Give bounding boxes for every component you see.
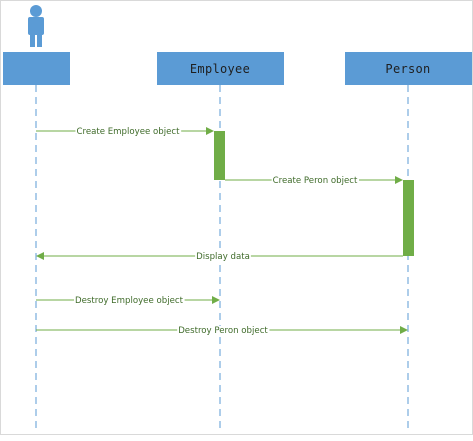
message-display-data[interactable]: Display data (36, 252, 403, 262)
message-label: Create Employee object (76, 127, 180, 137)
message-create-employee[interactable]: Create Employee object (36, 127, 214, 137)
message-label-background (271, 176, 359, 186)
participant-person[interactable]: Person (345, 52, 472, 85)
participant-person-label: Person (385, 62, 430, 76)
message-label-background (74, 296, 185, 306)
activation-person (403, 180, 414, 256)
participant-employee[interactable]: Employee (157, 52, 284, 85)
message-label: Create Peron object (273, 176, 358, 186)
message-destroy-employee[interactable]: Destroy Employee object (36, 296, 220, 306)
message-label: Destroy Employee object (75, 296, 184, 306)
activation-employee (214, 131, 225, 180)
participant-actor[interactable] (3, 52, 70, 85)
message-label-background (195, 252, 251, 262)
message-label-background (75, 127, 182, 137)
person-icon (28, 5, 44, 47)
message-create-person[interactable]: Create Peron object (225, 176, 403, 186)
message-label: Display data (196, 252, 250, 262)
message-destroy-person[interactable]: Destroy Peron object (36, 326, 408, 336)
message-label: Destroy Peron object (178, 326, 268, 336)
message-label-background (177, 326, 270, 336)
participant-employee-label: Employee (190, 62, 250, 76)
